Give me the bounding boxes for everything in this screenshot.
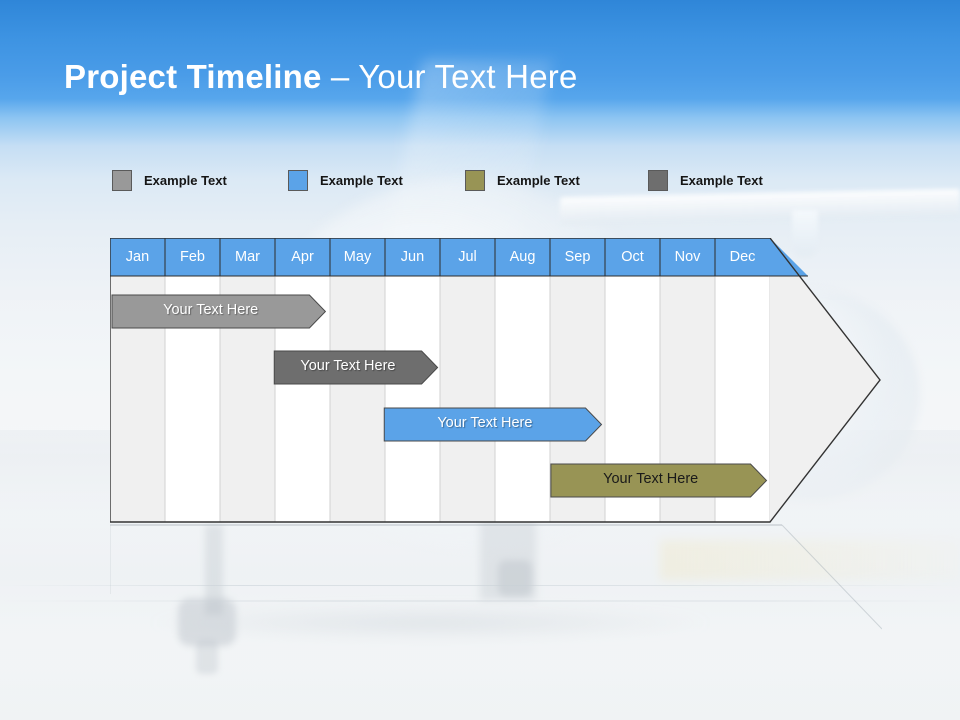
timeline-bar-3[interactable] (383, 407, 603, 442)
timeline-chart-svg (110, 238, 881, 523)
month-header-jan[interactable]: Jan (125, 249, 150, 265)
landing-gear-wheel-rear-icon (498, 560, 532, 596)
month-header-sep[interactable]: Sep (564, 249, 591, 265)
legend-label-2: Example Text (320, 172, 403, 188)
chart-column-jun (384, 275, 441, 523)
timeline-bar-4[interactable] (550, 463, 768, 498)
legend-item-3[interactable]: Example Text (465, 168, 580, 192)
month-header-may[interactable]: May (343, 249, 372, 265)
chart-column-jul (439, 275, 496, 523)
legend-label-4: Example Text (680, 172, 763, 188)
legend: Example Text Example Text Example Text Exam… (110, 168, 810, 194)
month-header-feb[interactable]: Feb (180, 249, 205, 265)
month-header-apr[interactable]: Apr (291, 249, 314, 265)
chart-outer-arrow-outline (110, 238, 881, 523)
month-header-aug[interactable]: Aug (509, 249, 536, 265)
timeline-bar-2[interactable] (273, 350, 439, 385)
month-header-mar[interactable]: Mar (235, 249, 260, 265)
page-title-light: Your Text Here (358, 58, 578, 95)
month-header-jul[interactable]: Jul (458, 249, 477, 265)
legend-swatch-4 (648, 169, 668, 191)
legend-swatch-3 (465, 169, 485, 191)
legend-swatch-2 (288, 169, 308, 191)
airplane-shadow (150, 605, 710, 641)
legend-swatch-1 (112, 169, 132, 191)
month-header-jun[interactable]: Jun (400, 249, 425, 265)
legend-item-2[interactable]: Example Text (288, 168, 403, 192)
legend-label-1: Example Text (144, 172, 227, 188)
airplane-winglet-icon (792, 210, 818, 256)
month-header-nov[interactable]: Nov (674, 249, 701, 265)
chart-header-arrow-wedge (770, 238, 808, 276)
legend-item-4[interactable]: Example Text (648, 168, 763, 192)
page-title-bold: Project Timeline (64, 58, 322, 95)
page-title: Project Timeline – Your Text Here (64, 58, 578, 96)
legend-item-1[interactable]: Example Text (112, 168, 227, 192)
timeline-bar-1[interactable] (111, 294, 327, 329)
month-header-oct[interactable]: Oct (621, 249, 644, 265)
page-title-separator: – (321, 58, 359, 95)
chart-column-may (329, 275, 386, 523)
runway-marking-line (0, 585, 960, 586)
chart-arrow-head-fill (770, 276, 880, 522)
landing-gear-wheel-small-icon (196, 640, 218, 674)
runway-marking-line-2 (0, 600, 960, 602)
chart-column-aug (494, 275, 551, 523)
month-header-dec[interactable]: Dec (729, 249, 756, 265)
legend-label-3: Example Text (497, 172, 580, 188)
terminal-lights-glow (660, 540, 960, 580)
